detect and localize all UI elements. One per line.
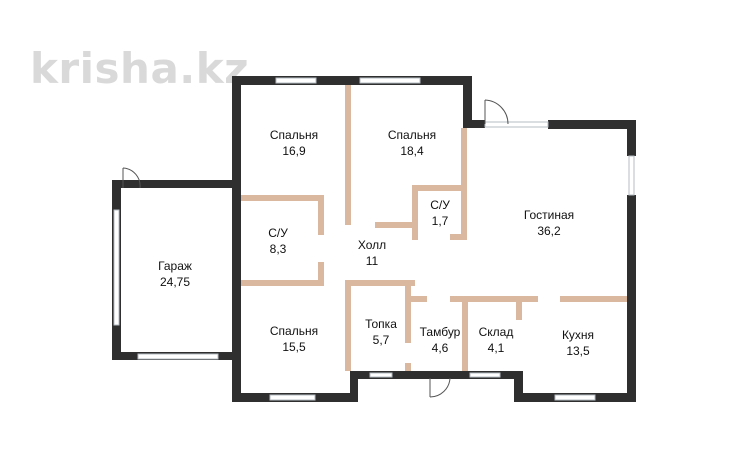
partitions <box>241 85 627 371</box>
room-area-boiler-room: 5,7 <box>373 333 390 347</box>
windows <box>113 77 635 401</box>
room-area-bathroom-small: 1,7 <box>432 214 449 228</box>
room-area-vestibule: 4,6 <box>432 341 449 355</box>
room-area-kitchen: 13,5 <box>566 344 590 358</box>
room-area-garage: 24,75 <box>160 275 190 289</box>
room-area-living-room: 36,2 <box>537 224 561 238</box>
doors <box>122 99 509 398</box>
room-name-boiler-room: Топка <box>365 317 397 331</box>
room-name-bathroom-small: С/У <box>430 198 450 212</box>
room-name-living-room: Гостиная <box>524 208 574 222</box>
room-area-hall: 11 <box>366 254 379 268</box>
room-area-bedroom-2: 18,4 <box>400 144 424 158</box>
watermark-logo: krisha.kz <box>30 44 250 93</box>
room-name-bedroom-2: Спальня <box>388 128 436 142</box>
room-name-vestibule: Тамбур <box>420 325 461 339</box>
room-area-storage: 4,1 <box>488 341 505 355</box>
room-name-garage: Гараж <box>158 259 192 273</box>
room-area-bedroom-3: 15,5 <box>282 340 306 354</box>
room-name-kitchen: Кухня <box>562 328 594 342</box>
room-area-bathroom: 8,3 <box>270 242 287 256</box>
room-name-bathroom: С/У <box>268 226 288 240</box>
room-name-storage: Склад <box>479 325 514 339</box>
room-area-bedroom-1: 16,9 <box>282 144 306 158</box>
room-labels: Спальня 16,9 Спальня 18,4 С/У 1,7 Гостин… <box>158 128 594 358</box>
room-name-bedroom-1: Спальня <box>270 128 318 142</box>
room-name-bedroom-3: Спальня <box>270 324 318 338</box>
room-name-hall: Холл <box>358 238 386 252</box>
